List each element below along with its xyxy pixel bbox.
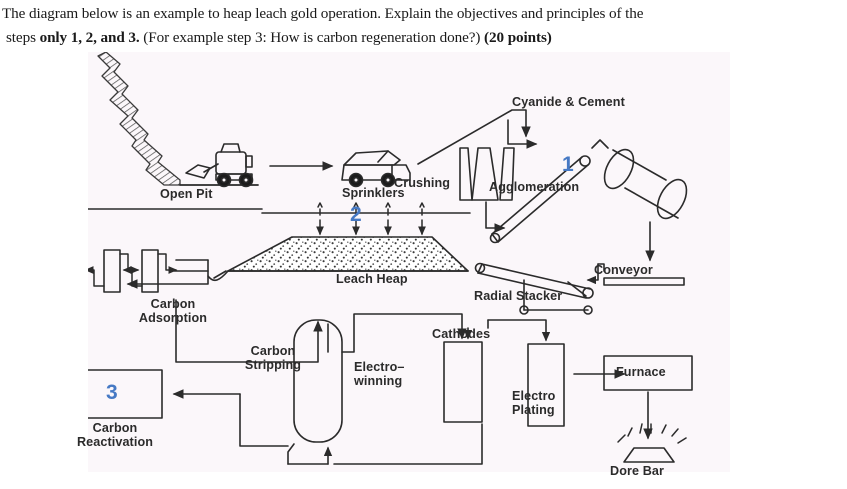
label-electro-winning: Electro– winning [354, 360, 405, 388]
label-electro-winning-line1: Electro– [354, 360, 405, 374]
question-line-1-text: The diagram below is an example to heap … [2, 5, 644, 22]
electrowinning-cell [443, 341, 483, 423]
carbon-stripping-vessel [293, 319, 343, 443]
label-carbon-stripping-line1: Carbon [250, 344, 296, 358]
label-dore-bar: Dore Bar [610, 464, 664, 478]
label-sprinklers: Sprinklers [342, 186, 405, 200]
question-text: The diagram below is an example to heap … [0, 0, 847, 52]
question-steps-bold: only 1, 2, and 3. [39, 29, 140, 46]
question-line-1: The diagram below is an example to heap … [2, 2, 644, 26]
front-loader-vehicle [179, 143, 259, 188]
label-crushing: Crushing [394, 176, 451, 190]
label-electro-plating: Electro Plating [512, 389, 556, 417]
crushing-hoppers [459, 147, 515, 201]
eluate-to-electrowinning [341, 313, 467, 353]
label-leach-heap: Leach Heap [336, 272, 408, 286]
step-marker-3: 3 [106, 381, 118, 404]
heap-toe-line [213, 270, 227, 279]
label-carbon-reactivation-line1: Carbon [92, 421, 138, 435]
stripped-carbon-to-reactivation [172, 389, 329, 465]
label-carbon-adsorption-line1: Carbon [150, 297, 196, 311]
barren-solution-recycle-loop [88, 208, 263, 210]
arrow-truck-to-crushing [417, 109, 531, 165]
label-open-pit: Open Pit [160, 187, 213, 201]
open-pit-benches [97, 52, 181, 186]
label-electro-plating-line1: Electro [512, 389, 556, 403]
arrow-heap-to-adsorption [126, 275, 209, 289]
label-conveyor: Conveyor [594, 263, 653, 277]
label-cathodes: Cathodes [432, 327, 491, 341]
drum-inlet-chute [591, 139, 609, 149]
label-carbon-reactivation-line2: Reactivation [76, 434, 154, 449]
label-radial-stacker: Radial Stacker [474, 289, 563, 303]
label-furnace: Furnace [616, 365, 666, 379]
step-marker-2: 2 [350, 203, 362, 226]
agglomeration-feed-conveyor [489, 155, 591, 244]
label-carbon-stripping: Carbon Stripping [236, 344, 310, 372]
dore-bar-sparkle [617, 423, 687, 444]
leach-heap [227, 236, 469, 272]
label-carbon-reactivation: Carbon Reactivation [64, 421, 166, 449]
stripping-outlet [287, 443, 295, 465]
haul-truck-vehicle [341, 150, 411, 188]
question-points-bold: (20 points) [484, 29, 552, 46]
flowsheet-drawing [88, 52, 693, 465]
furnace-box [603, 355, 693, 391]
loaded-carbon-line [175, 299, 323, 363]
pregnant-solution-drain [173, 259, 229, 282]
conveyor-belt [586, 263, 685, 286]
arrow-cyanide-cement-feed [507, 119, 538, 149]
carbon-adsorption-columns [103, 249, 159, 293]
label-carbon-adsorption: Carbon Adsorption [128, 297, 218, 325]
label-carbon-stripping-line2: Stripping [244, 357, 302, 372]
heap-leach-flowsheet-diagram: Open Pit Crushing Cyanide & Cement Agglo… [77, 52, 730, 478]
arrow-crushing-to-agglomeration [485, 201, 506, 233]
label-electro-plating-line2: Plating [512, 402, 555, 417]
radial-stacker [474, 262, 594, 315]
electrowinning-return [333, 423, 483, 465]
cathode-feed-lines [463, 319, 551, 342]
question-example-text: (For example step 3: How is carbon regen… [139, 29, 485, 46]
label-electro-winning-line2: winning [354, 373, 403, 388]
agglomeration-drum [603, 148, 688, 220]
label-carbon-adsorption-line2: Adsorption [138, 310, 208, 325]
electro-plating-cell [527, 343, 565, 427]
dore-bar-shape [617, 423, 687, 463]
label-agglomeration: Agglomeration [489, 180, 580, 194]
question-line-2: steps only 1, 2, and 3. (For example ste… [6, 26, 552, 50]
adsorption-interstage-piping [88, 253, 178, 287]
question-steps-prefix: steps [6, 29, 40, 46]
step-marker-1: 1 [562, 153, 574, 176]
carbon-reactivation-box [88, 369, 163, 419]
label-cyanide-and-cement: Cyanide & Cement [512, 95, 625, 109]
sprinkler-nozzles [316, 202, 426, 236]
